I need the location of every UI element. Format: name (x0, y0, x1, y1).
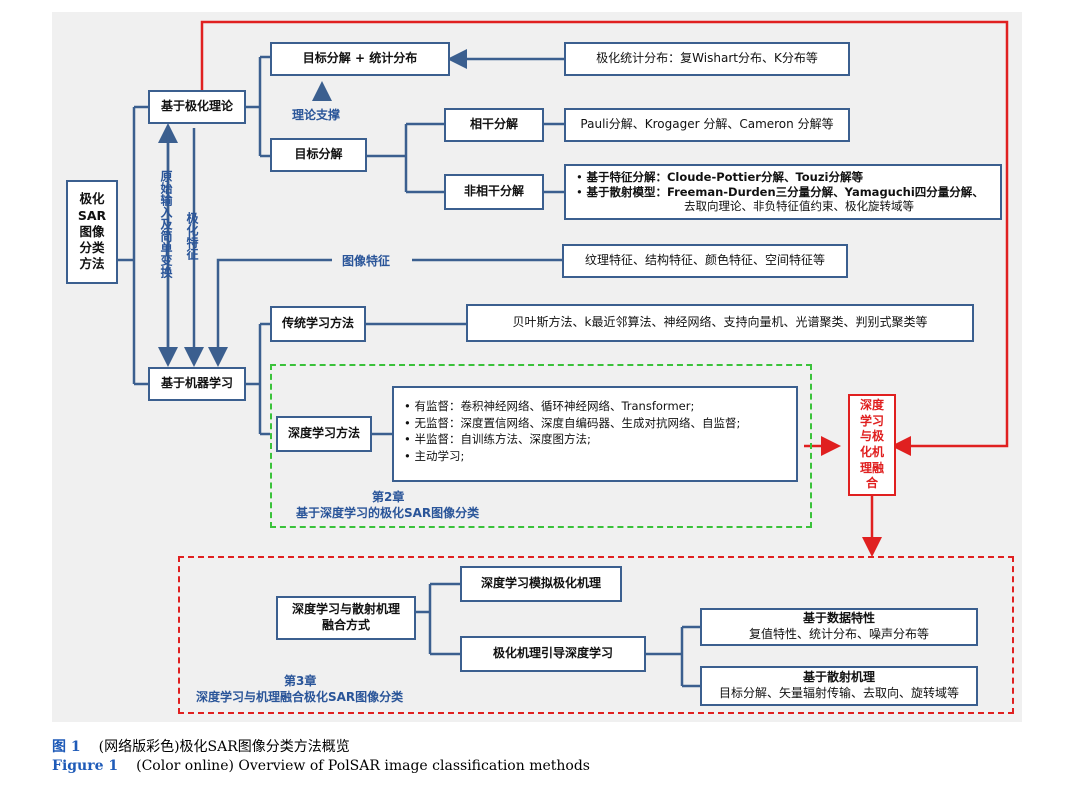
incoherent-line-1: 基于特征分解：Cloude-Pottier分解、Touzi分解等 (586, 169, 864, 184)
simulate-label: 深度学习模拟极化机理 (480, 576, 601, 591)
incoherent-detail-node: • 基于特征分解：Cloude-Pottier分解、Touzi分解等 • 基于散… (564, 164, 1002, 220)
traditional-detail-node: 贝叶斯方法、k最近邻算法、神经网络、支持向量机、光谱聚类、判别式聚类等 (466, 304, 974, 342)
chapter3-number: 第3章 (284, 674, 317, 688)
scatter-node: 基于散射机理 目标分解、矢量辐射传输、去取向、旋转域等 (700, 666, 978, 706)
theory-support-label: 理论支撑 (292, 108, 341, 122)
image-feature-label: 图像特征 (342, 254, 391, 268)
incoherent-detail-line: • 基于散射模型：Freeman-Durden三分量分解、Yamaguchi四分… (576, 184, 984, 199)
image-feature-detail-node: 纹理特征、结构特征、颜色特征、空间特征等 (562, 244, 848, 278)
diagram-canvas: 极化SAR图像分类方法 基于极化理论 目标分解 + 统计分布 极化统计分布：复W… (52, 12, 1022, 722)
target-stat-label: 目标分解 + 统计分布 (302, 51, 418, 66)
chapter3-title: 深度学习与机理融合极化SAR图像分类 (196, 690, 404, 704)
deep-line-3: 半监督：自训练方法、深度图方法; (414, 432, 591, 447)
fusion-mode-node: 深度学习与散射机理融合方式 (276, 596, 416, 640)
deep-line-2: 无监督：深度置信网络、深度自编码器、生成对抗网络、自监督; (414, 415, 741, 430)
chapter2-title: 基于深度学习的极化SAR图像分类 (296, 506, 480, 520)
fusion-mode-label: 深度学习与散射机理融合方式 (291, 602, 400, 632)
deep-line-1: 有监督：卷积神经网络、循环神经网络、Transformer; (414, 399, 695, 413)
traditional-label: 传统学习方法 (281, 316, 354, 331)
stat-dist-label: 极化统计分布：复Wishart分布、K分布等 (596, 51, 818, 66)
polar-feature-label: 极化特征 (185, 212, 199, 260)
data-char-node: 基于数据特性 复值特性、统计分布、噪声分布等 (700, 608, 978, 646)
deep-detail-list: • 有监督：卷积神经网络、循环神经网络、Transformer; • 无监督：深… (404, 398, 740, 465)
root-node: 极化SAR图像分类方法 (66, 180, 118, 284)
deep-detail-line: • 有监督：卷积神经网络、循环神经网络、Transformer; (404, 399, 695, 413)
target-decomp-node: 目标分解 (270, 138, 367, 172)
deep-detail-node: • 有监督：卷积神经网络、循环神经网络、Transformer; • 无监督：深… (392, 386, 798, 482)
data-char-detail: 复值特性、统计分布、噪声分布等 (748, 627, 929, 641)
chapter3-region (178, 556, 1014, 714)
fusion-node: 深度学习与极化机理融合 (848, 394, 896, 496)
caption-en: Figure 1 (Color online) Overview of PolSA… (52, 758, 590, 774)
polarization-theory-node: 基于极化理论 (148, 90, 246, 124)
data-char-title: 基于数据特性 (802, 611, 875, 626)
chapter2-number: 第2章 (372, 490, 405, 504)
caption-en-text: (Color online) Overview of PolSAR image … (136, 758, 590, 774)
coherent-label: 相干分解 (469, 117, 518, 132)
machine-learning-node: 基于机器学习 (148, 367, 246, 401)
traditional-node: 传统学习方法 (270, 306, 366, 342)
incoherent-detail-line: • 基于特征分解：Cloude-Pottier分解、Touzi分解等 (576, 169, 864, 184)
coherent-detail-node: Pauli分解、Krogager 分解、Cameron 分解等 (564, 108, 850, 142)
caption-cn: 图 1 (网络版彩色)极化SAR图像分类方法概览 (52, 736, 350, 756)
deep-line-4: 主动学习; (414, 449, 465, 464)
deep-detail-line: • 无监督：深度置信网络、深度自编码器、生成对抗网络、自监督; (404, 415, 741, 430)
stat-dist-node: 极化统计分布：复Wishart分布、K分布等 (564, 42, 850, 76)
coherent-detail-label: Pauli分解、Krogager 分解、Cameron 分解等 (580, 117, 834, 132)
scatter-detail: 目标分解、矢量辐射传输、去取向、旋转域等 (718, 686, 959, 700)
target-decomp-label: 目标分解 (294, 147, 343, 162)
root-label: 极化SAR图像分类方法 (77, 191, 107, 272)
fusion-label: 深度学习与极化机理融合 (859, 398, 884, 491)
scatter-title: 基于散射机理 (802, 670, 875, 685)
deep-detail-line: • 半监督：自训练方法、深度图方法; (404, 432, 591, 447)
incoherent-detail-line: 去取向理论、非负特征值约束、极化旋转域等 (684, 199, 914, 214)
machine-learning-label: 基于机器学习 (160, 376, 233, 391)
guide-node: 极化机理引导深度学习 (460, 636, 646, 672)
simulate-node: 深度学习模拟极化机理 (460, 566, 622, 602)
guide-label: 极化机理引导深度学习 (492, 646, 613, 661)
polarization-theory-label: 基于极化理论 (160, 99, 233, 114)
raw-input-label: 原始输入及简单变换 (159, 170, 173, 278)
image-feature-detail-label: 纹理特征、结构特征、颜色特征、空间特征等 (584, 253, 825, 268)
target-stat-node: 目标分解 + 统计分布 (270, 42, 450, 76)
caption-cn-text: (网络版彩色)极化SAR图像分类方法概览 (98, 739, 350, 755)
coherent-node: 相干分解 (444, 108, 544, 142)
deep-detail-line: • 主动学习; (404, 449, 465, 464)
incoherent-node: 非相干分解 (444, 174, 544, 210)
deep-label: 深度学习方法 (287, 426, 360, 441)
deep-node: 深度学习方法 (276, 416, 372, 452)
caption-cn-label: 图 1 (52, 739, 81, 755)
chapter2-region (270, 364, 812, 528)
incoherent-label: 非相干分解 (463, 184, 524, 199)
incoherent-line-2: 基于散射模型：Freeman-Durden三分量分解、Yamaguchi四分量分… (586, 184, 984, 199)
incoherent-detail-list: • 基于特征分解：Cloude-Pottier分解、Touzi分解等 • 基于散… (576, 170, 984, 215)
connector-lines (118, 20, 1009, 688)
caption-en-label: Figure 1 (52, 758, 119, 774)
traditional-detail-label: 贝叶斯方法、k最近邻算法、神经网络、支持向量机、光谱聚类、判别式聚类等 (512, 315, 928, 330)
